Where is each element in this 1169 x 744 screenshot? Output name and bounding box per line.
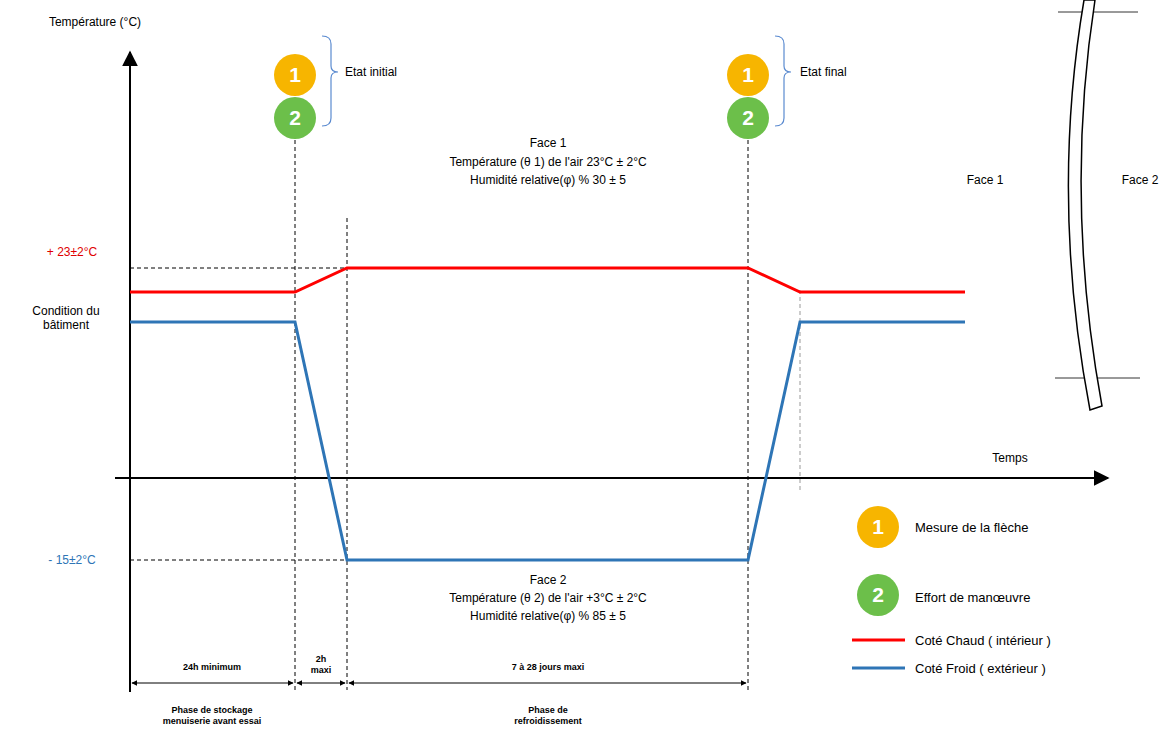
label: Phase de stockage menuiserie avant essai (149, 705, 275, 727)
legend-text: Coté Froid ( extérieur ) (915, 661, 1046, 676)
duration-arrows (132, 683, 746, 684)
label: Face 1 (967, 173, 1004, 187)
x-axis (115, 477, 1108, 479)
label: Etat initial (345, 65, 397, 79)
warm-side-line (130, 268, 965, 292)
end-divider (800, 290, 801, 490)
callout-number: 2 (289, 106, 301, 130)
callout-number: 1 (289, 63, 301, 87)
state-marker: 2 (727, 97, 769, 139)
state-marker: 1 (274, 54, 316, 96)
legend-text: Coté Chaud ( intérieur ) (915, 633, 1051, 648)
state-marker: 1 (727, 54, 769, 96)
label: Face 2 (1122, 173, 1159, 187)
cold-side-line (130, 322, 965, 560)
callout-number: 1 (742, 63, 754, 87)
state-marker: 2 (274, 97, 316, 139)
legend-text: Mesure de la flèche (915, 520, 1028, 535)
label: Humidité relative(φ) % 85 ± 5 (470, 609, 626, 623)
label: Face 2 (530, 573, 567, 587)
reference-tick (1058, 12, 1138, 13)
label: Etat final (800, 65, 847, 79)
label: + 23±2°C (47, 245, 97, 259)
label: Temps (992, 451, 1027, 465)
label: Phase de refroidissement (503, 705, 593, 727)
callout-number: 2 (742, 106, 754, 130)
label: Condition du bâtiment (20, 304, 112, 333)
label: Température (θ 2) de l'air +3°C ± 2°C (449, 591, 647, 605)
label: 7 à 28 jours maxi (512, 662, 585, 673)
callout-number: 1 (872, 514, 884, 539)
bracket (322, 36, 338, 126)
label: Humidité relative(φ) % 30 ± 5 (470, 173, 626, 187)
phase-dividers (130, 140, 748, 690)
bowed-sash (1068, 0, 1102, 410)
legend-line-sample (852, 639, 905, 642)
y-axis (129, 52, 131, 692)
label: 2h maxi (306, 654, 336, 676)
label: Face 1 (530, 136, 567, 150)
label: - 15±2°C (48, 553, 95, 567)
legend-text: Effort de manœuvre (915, 590, 1030, 605)
legend-line-sample (852, 667, 905, 670)
label: 24h minimum (183, 662, 241, 673)
label: Température (°C) (49, 15, 141, 29)
label: Température (θ 1) de l'air 23°C ± 2°C (449, 155, 646, 169)
bracket (775, 36, 791, 126)
callout-number: 2 (872, 582, 884, 607)
